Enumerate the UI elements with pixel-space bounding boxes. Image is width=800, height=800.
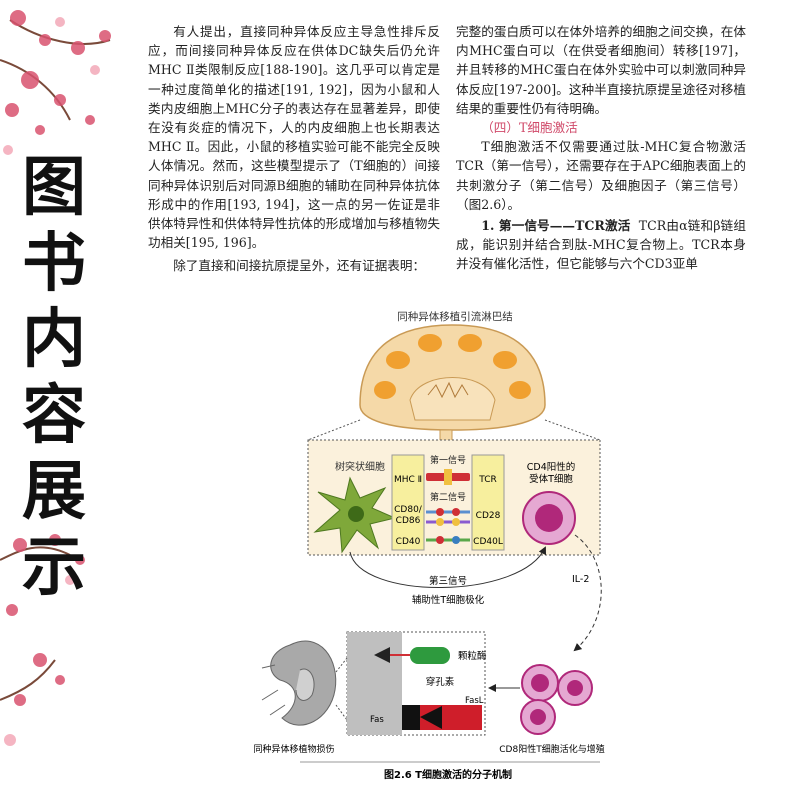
figure-caption: 图2.6 T细胞激活的分子机制 [384, 768, 512, 781]
fas-fasl-complex [402, 705, 482, 730]
cd4-cell-label-line1: CD4阳性的 [527, 461, 576, 473]
side-title-char: 内 [22, 303, 86, 377]
cd40-connector [426, 536, 470, 544]
cd8-label: CD8阳性T细胞活化与增殖 [499, 743, 604, 755]
il2-arrow [573, 534, 602, 652]
signal3-arrow [349, 546, 546, 588]
side-title-char: 图 [22, 151, 86, 225]
cd4-t-cell [522, 491, 576, 545]
cd86-label: CD86 [396, 516, 421, 526]
perforin-label: 穿孔素 [426, 676, 455, 688]
cd8-t-cells [520, 664, 593, 735]
side-title-char: 示 [22, 531, 86, 605]
kidney-graft [261, 640, 337, 726]
paragraph: 除了直接和间接抗原提呈外，还有证据表明： [173, 258, 426, 274]
section-heading: （四）T细胞激活 [481, 120, 578, 136]
paragraph: T细胞激活不仅需要通过肽-MHC复合物激活TCR（第一信号），还需要存在于APC… [456, 139, 746, 212]
dendritic-cell-label: 树突状细胞 [335, 460, 385, 473]
cd4-cell-label-line2: 受体T细胞 [529, 473, 573, 485]
paragraph-text: TCR由α链和β链组成，能识别并结合到肽-MHC复合物上。TCR本身并没有催化活… [456, 218, 746, 272]
paragraph: 有人提出，直接同种异体反应主导急性排斥反应，而间接同种异体反应在供体DC缺失后仍… [148, 24, 440, 251]
signal3-label: 第三信号 [429, 575, 467, 587]
cd80-label: CD80/ [394, 505, 423, 515]
signal1-label: 第一信号 [430, 454, 466, 466]
side-title: 图 书 内 容 展 示 [12, 150, 96, 606]
apc-surface-molecules [391, 454, 425, 551]
cd40-label: CD40 [396, 537, 421, 547]
cd28-label: CD28 [476, 511, 501, 521]
granzyme-label: 颗粒酶 [458, 650, 487, 662]
fas-label: Fas [370, 715, 384, 725]
signal2-connector [426, 508, 470, 526]
right-text-column: 完整的蛋白质可以在体外培养的细胞之间交换，在体内MHC蛋白可以（在供受者细胞间）… [456, 22, 746, 274]
tcr-label: TCR [478, 475, 497, 485]
paragraph: 1. 第一信号——TCR激活 TCR由α链和β链组成，能识别并结合到肽-MHC复… [456, 216, 746, 274]
side-title-char: 容 [22, 379, 86, 453]
blossom-decoration [0, 10, 111, 746]
paragraph: 完整的蛋白质可以在体外培养的细胞之间交换，在体内MHC蛋白可以（在供受者细胞间）… [456, 24, 746, 116]
sub-heading: 1. 第一信号——TCR激活 [481, 218, 631, 234]
polarization-label: 辅助性T细胞极化 [412, 594, 485, 606]
signal1-connector [426, 469, 470, 485]
t-cell-surface-molecules [471, 454, 505, 551]
damage-label: 同种异体移植物损伤 [253, 743, 334, 755]
dendritic-cell [313, 476, 397, 554]
side-title-char: 书 [22, 227, 86, 301]
granzyme-shape [410, 647, 450, 664]
il2-label: IL-2 [572, 574, 589, 585]
side-title-char: 展 [22, 455, 86, 529]
signal2-label: 第二信号 [430, 491, 466, 503]
cd40l-label: CD40L [473, 537, 503, 547]
fasl-label: FasL [465, 696, 484, 706]
left-text-column: 有人提出，直接同种异体反应主导急性排斥反应，而间接同种异体反应在供体DC缺失后仍… [148, 22, 440, 276]
lymph-node-label: 同种异体移植引流淋巴结 [397, 310, 513, 323]
lymph-node [359, 324, 546, 443]
mhc-label: MHC Ⅱ [394, 475, 422, 485]
